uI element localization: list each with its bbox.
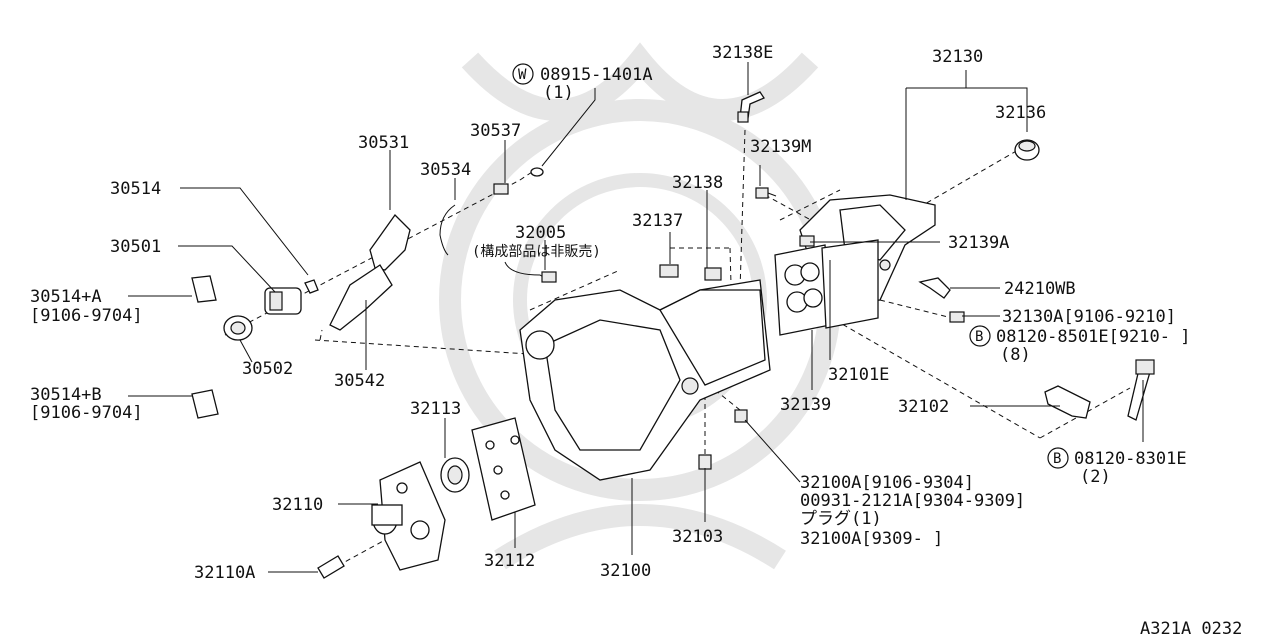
label-30514-a-date: [9106-9704] — [30, 306, 143, 326]
label-00931-2121A: 00931-2121A[9304-9309] — [800, 491, 1025, 511]
label-32100A-2: 32100A[9309- ] — [800, 529, 943, 549]
part-32103 — [698, 454, 712, 470]
label-32139A: 32139A — [948, 233, 1009, 253]
label-32112: 32112 — [484, 551, 535, 571]
part-30514 — [304, 279, 319, 294]
marker-w: W — [518, 67, 527, 83]
label-32103: 32103 — [672, 527, 723, 547]
label-32100: 32100 — [600, 561, 651, 581]
label-32138: 32138 — [672, 173, 723, 193]
label-30502: 30502 — [242, 359, 293, 379]
leader-lines — [128, 62, 1144, 573]
part-30502 — [223, 315, 253, 341]
part-30514B — [191, 389, 219, 419]
label-32139M: 32139M — [750, 137, 811, 157]
label-32113: 32113 — [410, 399, 461, 419]
part-08915-1401A — [530, 167, 544, 177]
label-24210WB: 24210WB — [1004, 279, 1076, 299]
part-32113 — [440, 457, 470, 493]
part-32138 — [704, 267, 722, 281]
marker-w-circle — [512, 63, 534, 85]
part-08120-8301E — [1127, 359, 1155, 421]
label-32110A: 32110A — [194, 563, 255, 583]
part-24210WB — [918, 277, 951, 299]
part-30542 — [329, 264, 393, 331]
part-30534 — [439, 204, 456, 256]
marker-b-circle-2 — [1047, 447, 1069, 469]
figure-code: A321A 0232 — [1140, 619, 1242, 638]
label-32100A-1: 32100A[9106-9304] — [800, 473, 974, 493]
label-32138E: 32138E — [712, 43, 773, 63]
label-plug: プラグ(1) — [800, 509, 882, 529]
label-32005-note: (構成部品は非販売) — [472, 244, 601, 260]
part-32102 — [1044, 385, 1091, 419]
part-30514A — [191, 275, 217, 303]
label-32102: 32102 — [898, 397, 949, 417]
label-30514-b: 30514+B — [30, 385, 102, 405]
label-32137: 32137 — [632, 211, 683, 231]
label-08120-8501E: 08120-8501E[9210- ] — [996, 327, 1190, 347]
part-32138E — [737, 91, 765, 123]
label-32139: 32139 — [780, 395, 831, 415]
label-30501: 30501 — [110, 237, 161, 257]
label-32110: 32110 — [272, 495, 323, 515]
part-32139M — [755, 187, 777, 199]
label-32101E: 32101E — [828, 365, 889, 385]
label-08120-8501E-qty: (8) — [1000, 345, 1031, 365]
part-32137 — [659, 264, 679, 278]
part-32110 — [371, 461, 446, 571]
part-32139A — [799, 235, 815, 247]
label-30514: 30514 — [110, 179, 161, 199]
label-30531: 30531 — [358, 133, 409, 153]
label-08120-8301E-qty: (2) — [1080, 467, 1111, 487]
label-30514-b-date: [9106-9704] — [30, 403, 143, 423]
part-32112 — [471, 417, 536, 521]
label-32005: 32005 — [515, 223, 566, 243]
part-32100 — [519, 279, 771, 481]
part-32101E — [821, 239, 879, 329]
label-08120-8301E: 08120-8301E — [1074, 449, 1187, 469]
label-30534: 30534 — [420, 160, 471, 180]
part-30531 — [369, 213, 411, 271]
label-30514-a: 30514+A — [30, 287, 102, 307]
label-08915-qty: (1) — [543, 83, 574, 103]
label-30542: 30542 — [334, 371, 385, 391]
part-32136 — [1014, 139, 1040, 161]
marker-b-2: B — [1053, 451, 1061, 467]
part-labels: 32138E 32130 W 08915-1401A (1) 32136 305… — [30, 43, 1242, 638]
label-32130A: 32130A[9106-9210] — [1002, 307, 1176, 327]
part-32005 — [504, 261, 557, 283]
marker-b-circle-1 — [969, 325, 991, 347]
part-32139 — [774, 244, 831, 336]
label-08915-1401A: 08915-1401A — [540, 65, 653, 85]
label-30537: 30537 — [470, 121, 521, 141]
label-32136: 32136 — [995, 103, 1046, 123]
label-32130: 32130 — [932, 47, 983, 67]
part-30501 — [264, 287, 302, 315]
part-32130A — [949, 311, 965, 323]
part-32110A — [317, 555, 345, 579]
marker-b-1: B — [975, 329, 983, 345]
part-30537 — [493, 183, 509, 195]
part-32100A — [734, 409, 748, 423]
